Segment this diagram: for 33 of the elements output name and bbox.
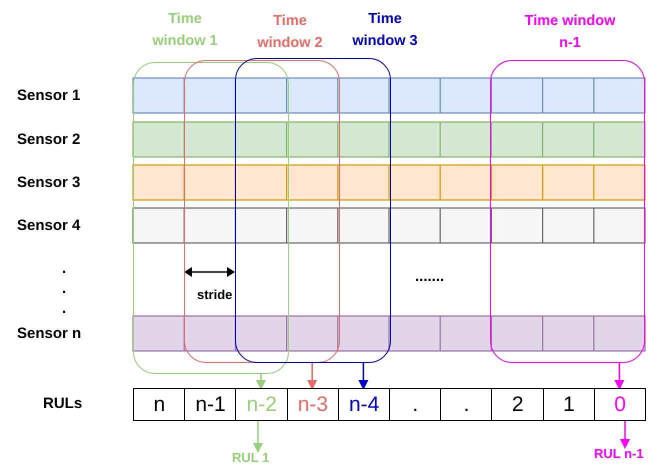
- ellipsis-dot: .: [62, 260, 66, 277]
- rul-cell: 2: [491, 388, 544, 421]
- sensor-label: Sensor 2: [17, 131, 80, 148]
- row-label: RULs: [43, 395, 82, 412]
- ellipsis-dot: .: [62, 300, 66, 317]
- arrow: [256, 374, 266, 390]
- ellipsis-text: .......: [415, 268, 444, 285]
- rul-cell: .: [389, 388, 442, 421]
- arrow: [358, 363, 368, 390]
- ellipsis-dot: .: [62, 280, 66, 297]
- sensor-label: Sensor 1: [17, 87, 80, 104]
- rul-cell: 1: [542, 388, 596, 421]
- sensor-label: Sensor n: [17, 325, 82, 342]
- window-title: Time window 3: [351, 10, 419, 51]
- rul-cell: n-1: [184, 388, 237, 421]
- window-title: Time window 2: [256, 12, 324, 53]
- rul-cell: n: [133, 388, 186, 421]
- window-title: Time window 1: [151, 10, 219, 51]
- rul-cell: 0: [594, 388, 646, 421]
- rul-output: RUL n-1: [594, 446, 644, 461]
- arrow: [253, 421, 263, 453]
- rul-cell: n-3: [286, 388, 340, 421]
- window-title: Time window n-1: [524, 12, 616, 53]
- sensor-label: Sensor 3: [17, 174, 80, 191]
- rul-cell: .: [440, 388, 493, 421]
- rul-cell: n-2: [235, 388, 288, 421]
- sensor-label: Sensor 4: [17, 217, 80, 234]
- arrow: [307, 363, 318, 390]
- arrow: [614, 363, 624, 390]
- dimension-label: stride: [197, 287, 232, 302]
- arrow: [620, 421, 630, 449]
- rul-output: RUL 1: [232, 450, 270, 465]
- rul-cell: n-4: [338, 388, 390, 421]
